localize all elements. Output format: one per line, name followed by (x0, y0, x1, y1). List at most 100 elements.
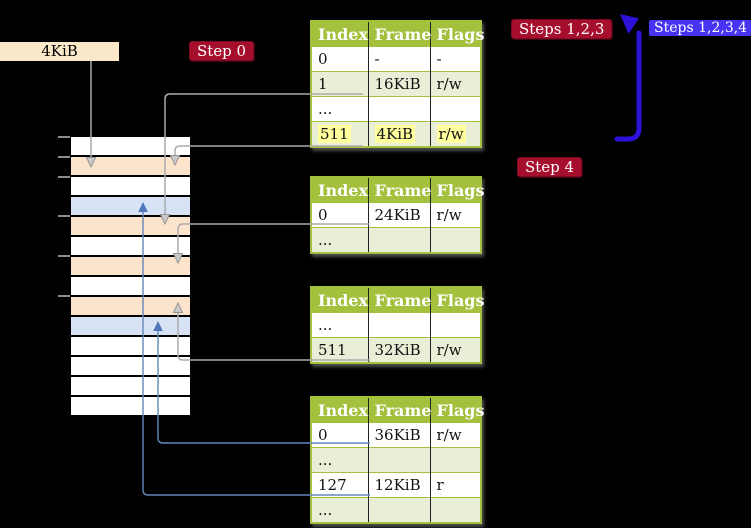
cell-text: ... (318, 231, 333, 249)
cell-text: r/w (436, 341, 462, 359)
table-cell (368, 447, 431, 473)
memory-row-3-white (71, 176, 190, 196)
memory-column (71, 137, 190, 416)
cell-text: - (374, 50, 380, 68)
table-cell: 511 (311, 121, 369, 147)
cell-text: 0 (318, 426, 328, 444)
table-cell: 16KiB (368, 71, 431, 97)
column-header-flags: Flags (430, 177, 485, 203)
table-cell (430, 312, 481, 338)
table-cell: - (368, 46, 431, 72)
cell-text: 24KiB (374, 206, 421, 224)
table-row: 127 12KiB r (311, 472, 481, 498)
table-cell: 511 (311, 337, 369, 363)
cell-text: 36KiB (374, 426, 421, 444)
table-cell: r/w (430, 121, 481, 147)
ruler-tick (58, 136, 70, 138)
table-cell (368, 227, 431, 253)
memory-row-6-white (71, 236, 190, 256)
memory-row-10-blue (71, 316, 190, 336)
cell-text: 12KiB (374, 476, 421, 494)
table-cell: - (430, 46, 481, 72)
arrowhead-upleft-icon (620, 14, 639, 34)
table-cell (368, 312, 431, 338)
table-cell (368, 497, 431, 523)
column-header-flags: Flags (430, 397, 485, 423)
cell-text: 4KiB (374, 125, 416, 143)
memory-row-2-orange (71, 156, 190, 176)
ruler-tick (58, 156, 70, 158)
memory-row-5-orange (71, 216, 190, 236)
cell-text: r/w (436, 426, 462, 444)
table-cell: ... (311, 227, 369, 253)
table-cell (430, 96, 481, 122)
memory-row-13-white (71, 376, 190, 396)
column-header-index: Index (311, 397, 369, 423)
table-cell: 0 (311, 202, 369, 228)
cell-text: 0 (318, 206, 328, 224)
memory-row-4-blue (71, 196, 190, 216)
table-row: ... (311, 96, 481, 122)
memory-row-14-white (71, 396, 190, 416)
column-header-flags: Flags (430, 21, 485, 47)
cell-text: r (436, 476, 444, 494)
memory-row-7-orange (71, 256, 190, 276)
table-cell: ... (311, 447, 369, 473)
table-cell: ... (311, 312, 369, 338)
table-row: 511 4KiB r/w (311, 121, 481, 147)
cell-text: 511 (318, 125, 351, 143)
table-cell: r/w (430, 422, 481, 448)
column-header-index: Index (311, 21, 369, 47)
cell-text: ... (318, 100, 333, 118)
memory-row-11-white (71, 336, 190, 356)
table-row: ... (311, 497, 481, 523)
table-row: 0 24KiB r/w (311, 202, 481, 228)
table-row: 1 16KiB r/w (311, 71, 481, 97)
cell-text: 127 (318, 476, 347, 494)
cell-text: r/w (436, 125, 466, 143)
column-header-index: Index (311, 287, 369, 313)
cell-text: - (436, 50, 442, 68)
table-cell (430, 227, 481, 253)
table-cell (368, 96, 431, 122)
table-cell (430, 447, 481, 473)
table-cell: 32KiB (368, 337, 431, 363)
table-row: 511 32KiB r/w (311, 337, 481, 363)
column-header-flags: Flags (430, 287, 485, 313)
table-cell: 24KiB (368, 202, 431, 228)
ruler-tick (58, 295, 70, 297)
cell-text: r/w (436, 75, 462, 93)
badge-steps-1-2-3: Steps 1,2,3 (511, 19, 613, 39)
table-row: 0 36KiB r/w (311, 422, 481, 448)
table-cell: ... (311, 96, 369, 122)
table-cell: r/w (430, 337, 481, 363)
loop-back-arrow (614, 30, 642, 142)
column-header-frame: Frame (368, 397, 431, 423)
badge-steps-1-2-3-4: Steps 1,2,3,4 (649, 20, 751, 36)
memory-row-12-white (71, 356, 190, 376)
table-cell: 36KiB (368, 422, 431, 448)
cell-text: r/w (436, 206, 462, 224)
table-cell: 12KiB (368, 472, 431, 498)
table-cell: r (430, 472, 481, 498)
column-header-frame: Frame (368, 177, 431, 203)
ruler-tick (58, 255, 70, 257)
cell-text: ... (318, 316, 333, 334)
cell-text: 511 (318, 341, 347, 359)
memory-row-9-orange (71, 296, 190, 316)
column-header-frame: Frame (368, 21, 431, 47)
table-cell: 0 (311, 46, 369, 72)
table-cell: 1 (311, 71, 369, 97)
table-cell: 0 (311, 422, 369, 448)
table-cell: ... (311, 497, 369, 523)
ruler-tick (58, 176, 70, 178)
memory-row-1-white (71, 137, 190, 156)
cell-text: ... (318, 501, 333, 519)
cell-text: 1 (318, 75, 328, 93)
memory-row-8-white (71, 276, 190, 296)
column-header-frame: Frame (368, 287, 431, 313)
